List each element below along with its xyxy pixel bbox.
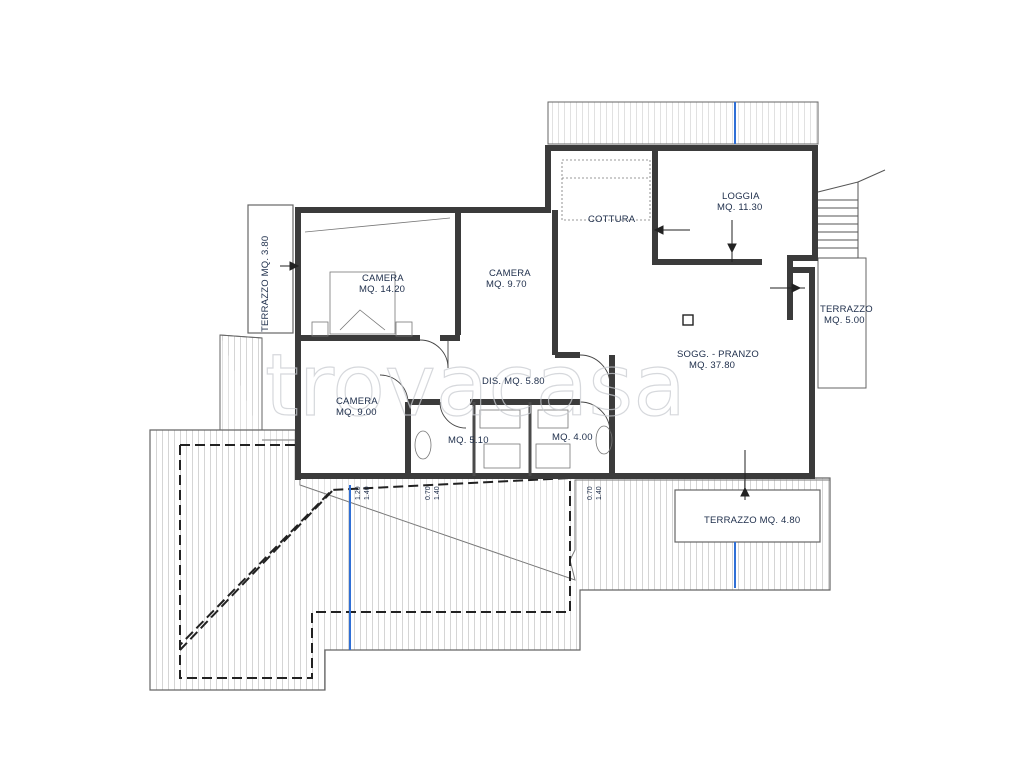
room-name: SOGG. - PRANZO — [677, 349, 759, 360]
room-name: CAMERA — [336, 396, 378, 407]
room-name: TERRAZZO — [820, 304, 873, 315]
furniture — [304, 159, 694, 469]
roof-outline — [179, 444, 571, 679]
room-area: MQ. 14.20 — [359, 284, 405, 295]
room-label: TERRAZZO MQ. 4.80 — [704, 515, 800, 526]
dimension-value: 1.40 — [434, 486, 441, 500]
dimension-value: 0.70 — [587, 486, 594, 500]
dimension-value: 0.70 — [425, 486, 432, 500]
room-label: TERRAZZO MQ. 3.80 — [260, 236, 271, 332]
room-label: MQ. 5.10 — [448, 435, 489, 446]
doors — [379, 339, 611, 433]
room-area: MQ. 11.30 — [717, 202, 762, 213]
room-label: MQ. 4.00 — [552, 432, 593, 443]
room-name: COTTURA — [588, 214, 636, 225]
interior-walls — [298, 150, 793, 476]
room-area: MQ. 5.00 — [824, 315, 865, 326]
room-label: DIS. MQ. 5.80 — [482, 376, 545, 387]
dimension-value: 1.40 — [596, 486, 603, 500]
room-name: CAMERA — [362, 273, 404, 284]
bottom-terrace — [674, 489, 821, 543]
exterior-wall — [295, 145, 818, 480]
left-terrace — [247, 204, 294, 334]
room-name: LOGGIA — [722, 191, 760, 202]
room-name: CAMERA — [489, 268, 531, 279]
room-labels: CAMERA MQ. 14.20 CAMERA MQ. 9.70 CAMERA … — [260, 191, 873, 526]
dimension-labels: 1.20 1.40 0.70 1.40 0.70 1.40 — [355, 486, 603, 500]
room-area: MQ. 37.80 — [689, 360, 735, 371]
right-terrace — [817, 257, 867, 389]
dimension-lines — [349, 102, 736, 650]
roof-area — [149, 334, 831, 691]
section-arrows — [280, 220, 805, 500]
watermark: trovacasa — [265, 336, 686, 436]
room-area: MQ. 9.70 — [486, 279, 527, 290]
top-terrace — [547, 101, 819, 145]
dimension-value: 1.20 — [355, 486, 362, 500]
stairs — [817, 169, 886, 259]
room-area: MQ. 9.00 — [336, 407, 377, 418]
dimension-value: 1.40 — [364, 486, 371, 500]
